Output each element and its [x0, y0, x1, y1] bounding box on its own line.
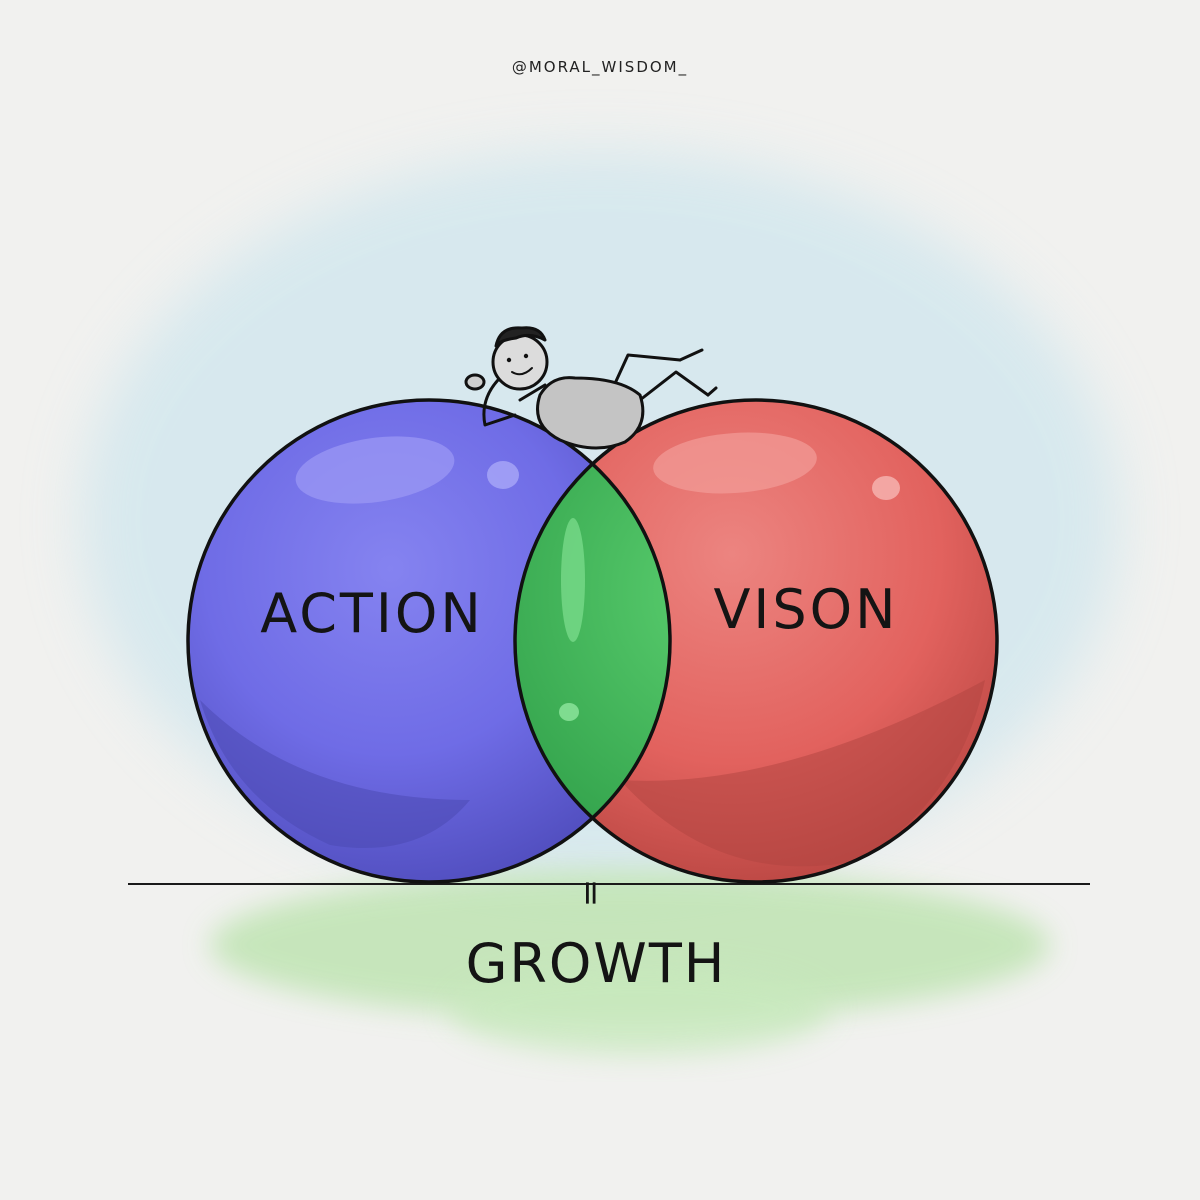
reclining-stick-figure-icon: [464, 326, 718, 450]
credit-handle: @MORAL_WISDOM_: [512, 58, 688, 77]
action-circle-outline: [186, 398, 672, 884]
grass-wash-tail: [450, 965, 830, 1055]
vision-circle-outline: [513, 398, 999, 884]
grass-wash: [210, 870, 1050, 1020]
growth-label: GROWTH: [466, 932, 727, 995]
growth-overlap: [515, 400, 670, 882]
action-label: ACTION: [260, 582, 484, 645]
vision-label: VISON: [713, 578, 898, 641]
equals-sign: =: [571, 879, 611, 908]
